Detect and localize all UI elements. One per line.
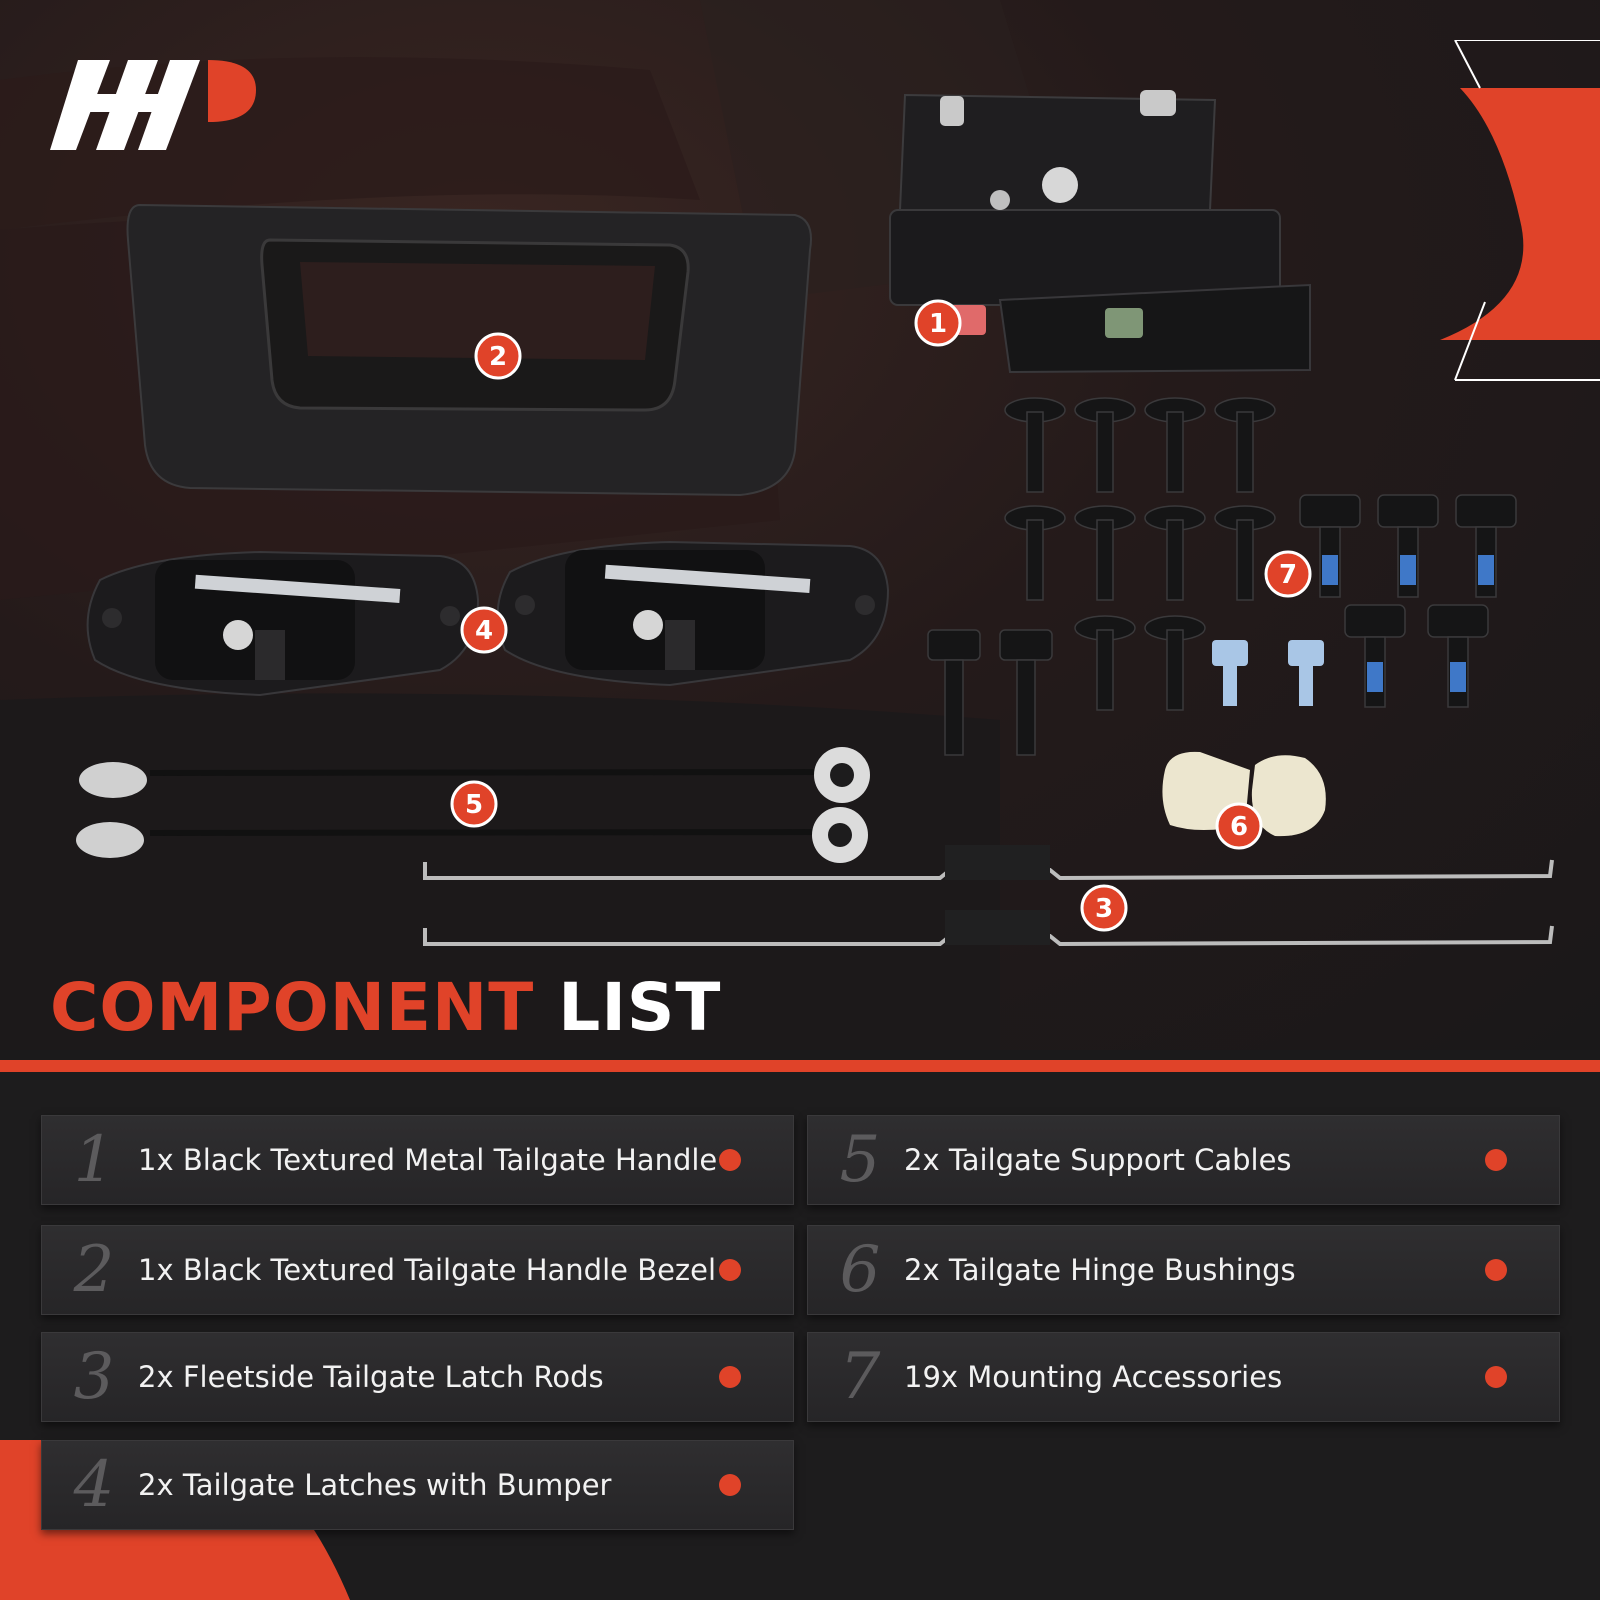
tailgate-handle-image — [889, 90, 1311, 374]
component-number: 5 — [839, 1123, 881, 1197]
heading-word-list: LIST — [558, 969, 722, 1046]
component-label: 2x Tailgate Latches with Bumper — [138, 1468, 612, 1502]
divider-band — [0, 1060, 1600, 1072]
bullet-dot-icon — [1485, 1366, 1507, 1388]
callout-4-label: 4 — [475, 616, 493, 646]
callout-6-label: 6 — [1230, 812, 1248, 842]
callout-7-label: 7 — [1279, 560, 1297, 590]
latch-rods-image — [423, 845, 1554, 947]
component-label: 1x Black Textured Metal Tailgate Handle — [138, 1143, 718, 1177]
component-row-1: 1 1x Black Textured Metal Tailgate Handl… — [41, 1115, 794, 1205]
component-number: 3 — [73, 1340, 115, 1414]
tailgate-latch-right-image — [496, 540, 890, 687]
component-number: 6 — [839, 1233, 881, 1307]
heading-word-component: COMPONENT — [50, 969, 535, 1046]
bullet-dot-icon — [719, 1366, 741, 1388]
component-row-3: 3 2x Fleetside Tailgate Latch Rods — [41, 1332, 794, 1422]
bullet-dot-icon — [1485, 1149, 1507, 1171]
component-row-5: 5 2x Tailgate Support Cables — [807, 1115, 1560, 1205]
component-row-7: 7 19x Mounting Accessories — [807, 1332, 1560, 1422]
component-label: 2x Tailgate Hinge Bushings — [904, 1253, 1296, 1287]
callout-3: 3 — [1080, 884, 1128, 932]
bullet-dot-icon — [719, 1474, 741, 1496]
right-accent-shape — [1440, 40, 1600, 381]
component-label: 2x Fleetside Tailgate Latch Rods — [138, 1360, 604, 1394]
tailgate-latch-left-image — [86, 550, 480, 697]
callout-2-label: 2 — [489, 342, 507, 372]
component-number: 7 — [839, 1340, 881, 1414]
handle-bezel-image — [126, 203, 812, 497]
callout-5-label: 5 — [465, 790, 483, 820]
support-cables-image — [76, 747, 870, 863]
callout-5: 5 — [450, 780, 498, 828]
component-row-2: 2 1x Black Textured Tailgate Handle Beze… — [41, 1225, 794, 1315]
mounting-accessories-image — [927, 397, 1517, 756]
callout-1: 1 — [914, 299, 962, 347]
parts-illustration: 1 2 3 4 5 6 7 — [76, 90, 1554, 947]
callout-1-label: 1 — [929, 309, 947, 339]
component-label: 19x Mounting Accessories — [904, 1360, 1283, 1394]
callout-4: 4 — [460, 606, 508, 654]
component-number: 1 — [73, 1123, 115, 1197]
bullet-dot-icon — [719, 1259, 741, 1281]
callout-3-label: 3 — [1095, 894, 1113, 924]
component-row-6: 6 2x Tailgate Hinge Bushings — [807, 1225, 1560, 1315]
callout-6: 6 — [1215, 802, 1263, 850]
bullet-dot-icon — [1485, 1259, 1507, 1281]
component-number: 4 — [73, 1448, 115, 1522]
callout-2: 2 — [474, 332, 522, 380]
component-label: 2x Tailgate Support Cables — [904, 1143, 1292, 1177]
callout-7: 7 — [1264, 550, 1312, 598]
component-list-heading: COMPONENT LIST — [50, 968, 721, 1048]
bullet-dot-icon — [719, 1149, 741, 1171]
component-label: 1x Black Textured Tailgate Handle Bezel — [138, 1253, 717, 1287]
component-row-4: 4 2x Tailgate Latches with Bumper — [41, 1440, 794, 1530]
brand-logo — [50, 60, 256, 150]
component-number: 2 — [73, 1233, 115, 1307]
